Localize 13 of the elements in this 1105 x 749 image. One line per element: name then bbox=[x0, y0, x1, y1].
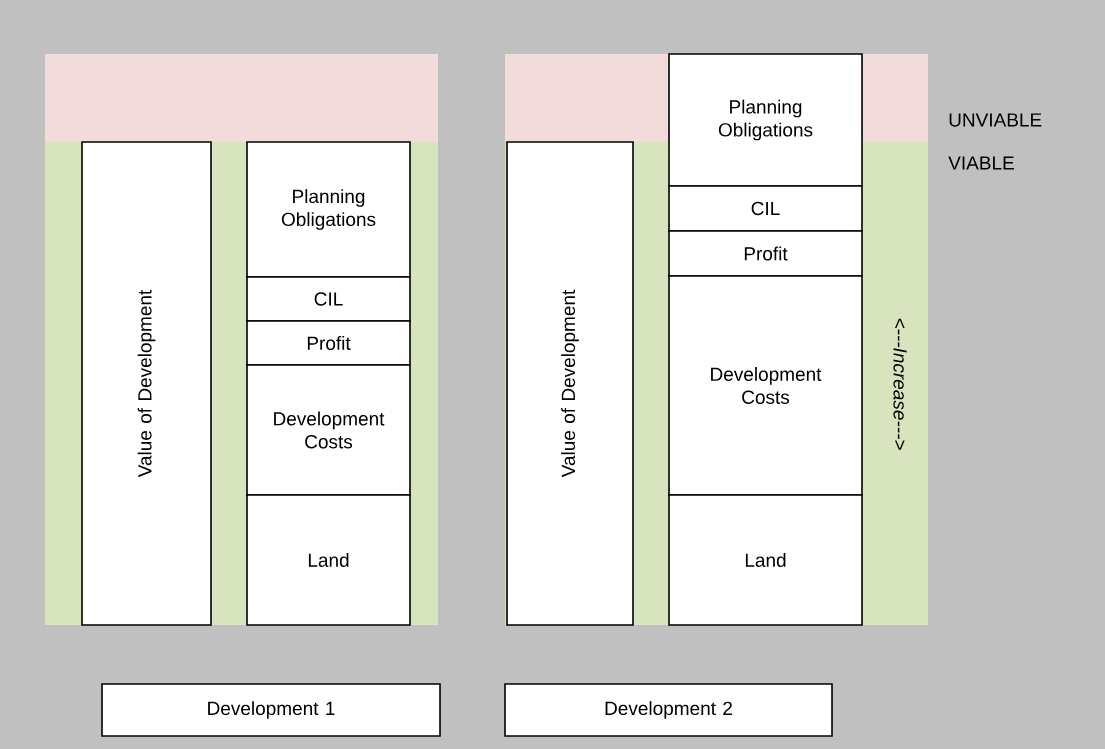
cost-box: CIL bbox=[246, 276, 411, 322]
development-label-box: Development 1 bbox=[101, 683, 441, 737]
cost-box: Profit bbox=[246, 320, 411, 366]
cost-box: Profit bbox=[668, 230, 863, 277]
cost-box: Land bbox=[246, 494, 411, 626]
zone-label: VIABLE bbox=[948, 156, 1014, 170]
value-bar: Value of Development bbox=[81, 141, 212, 626]
zone-label: UNVIABLE bbox=[949, 113, 1042, 127]
increase-label: <---Increase---> bbox=[893, 318, 907, 450]
value-bar: Value of Development bbox=[506, 141, 634, 626]
cost-box: CIL bbox=[668, 185, 863, 232]
development-label-box: Development 2 bbox=[504, 683, 833, 737]
cost-box: Land bbox=[668, 494, 863, 626]
